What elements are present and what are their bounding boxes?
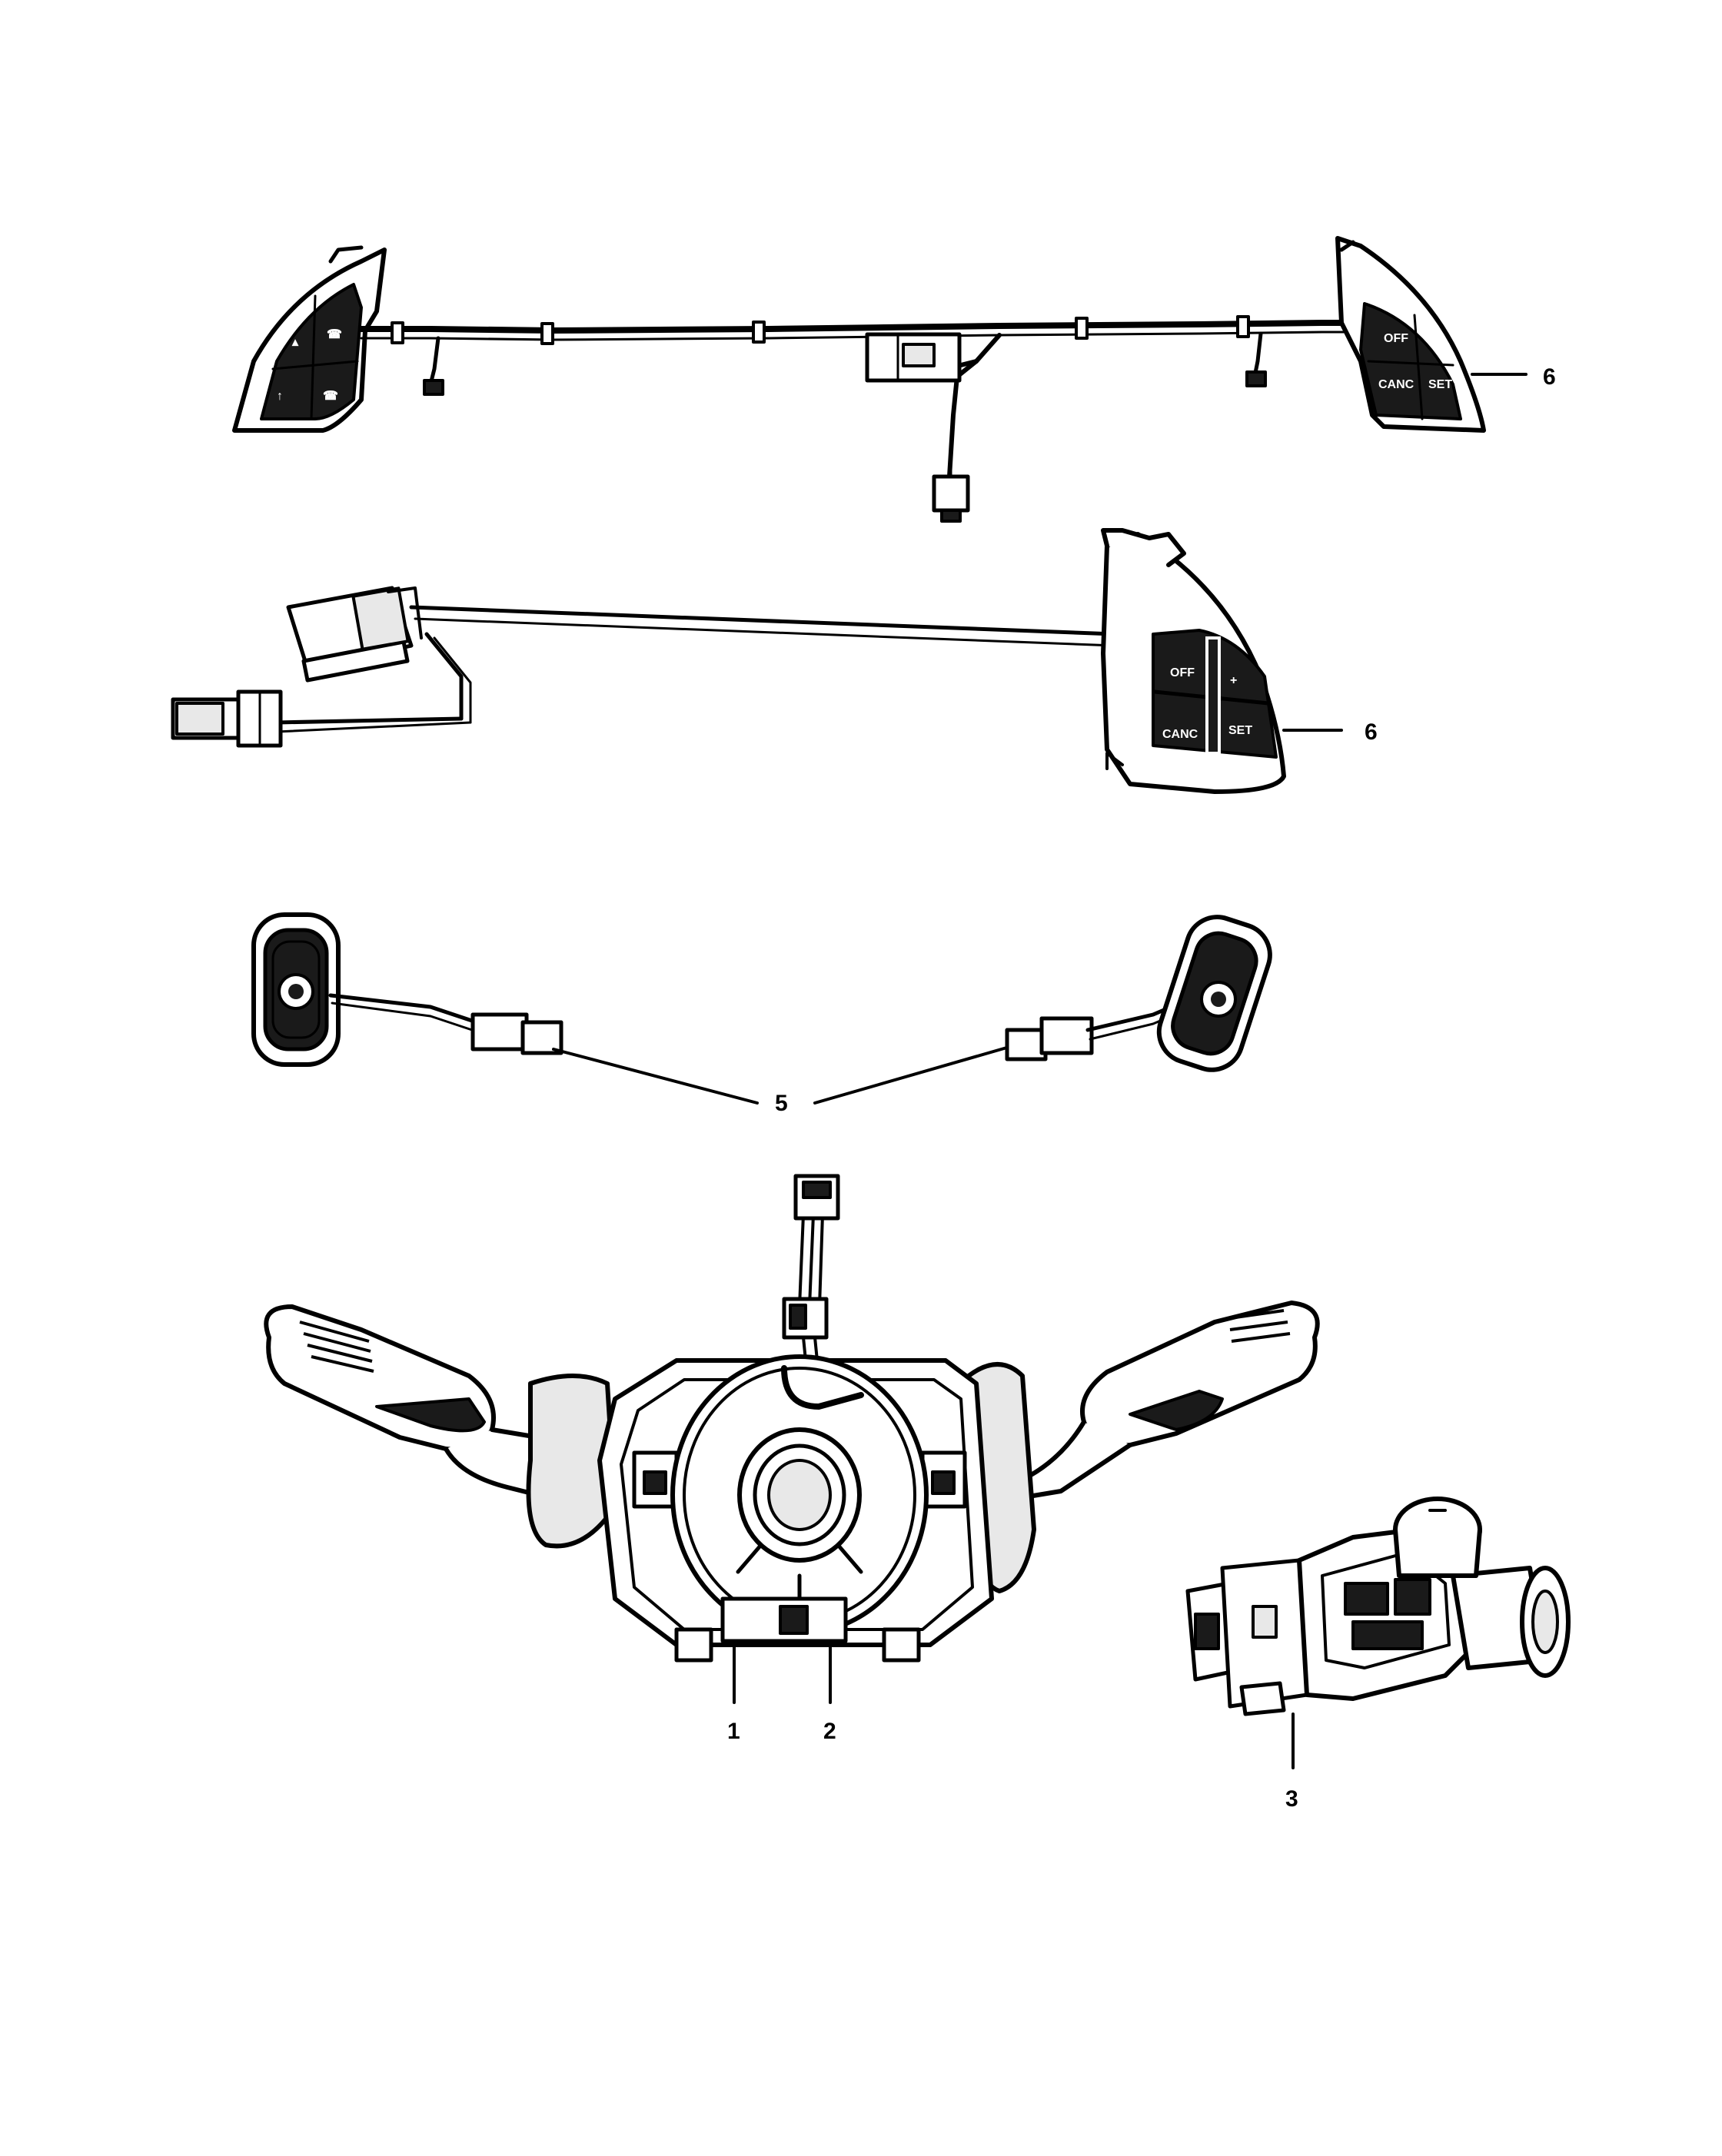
left-turn-signal-stalk: [264, 1304, 617, 1549]
right-wiper-stalk: [966, 1301, 1320, 1593]
ignition-switch-assembly: 3: [1185, 1497, 1571, 1812]
leader-line-5-right: [813, 1044, 1016, 1105]
canc-label: CANC: [1378, 378, 1414, 391]
module-connector-upper: [286, 586, 423, 683]
cruise-switch-module-assembly: OFF + CANC SET 6: [171, 528, 1378, 794]
svg-text:☎: ☎: [327, 328, 342, 341]
multifunction-switch-assembly: 1 2: [264, 1174, 1320, 1744]
module-plus-label: +: [1230, 674, 1237, 687]
module-canc-label: CANC: [1162, 728, 1198, 741]
right-cruise-switch-pod: OFF + CANC SET: [1335, 236, 1486, 433]
module-off-label: OFF: [1170, 666, 1195, 679]
set-label: SET: [1428, 378, 1452, 391]
steering-switch-harness-assembly: ↑ ☎ ▴ ☎: [232, 236, 1556, 523]
callout-6-module: 6: [1365, 719, 1378, 745]
paddle-switch-assembly: 5: [251, 912, 1272, 1116]
callout-2: 2: [823, 1719, 836, 1744]
module-connector-lower: [171, 689, 283, 748]
svg-text:▴: ▴: [291, 336, 299, 349]
clockspring: [670, 1354, 929, 1636]
module-set-label: SET: [1228, 724, 1252, 737]
callout-3: 3: [1285, 1786, 1298, 1812]
harness-wire: [358, 315, 1360, 523]
callout-1: 1: [727, 1719, 740, 1744]
callout-6-harness: 6: [1543, 364, 1556, 390]
left-paddle-switch: [251, 912, 341, 1067]
svg-text:↑: ↑: [277, 390, 283, 403]
cruise-control-switch-module: OFF + CANC SET: [1101, 528, 1286, 794]
leader-line-5-left: [552, 1048, 759, 1105]
left-audio-switch-pod: ↑ ☎ ▴ ☎: [232, 245, 387, 433]
off-label: OFF: [1384, 332, 1408, 345]
right-paddle-switch: [1156, 915, 1272, 1072]
plus-label: +: [1426, 332, 1433, 345]
callout-5: 5: [775, 1091, 788, 1116]
svg-text:☎: ☎: [323, 390, 338, 403]
